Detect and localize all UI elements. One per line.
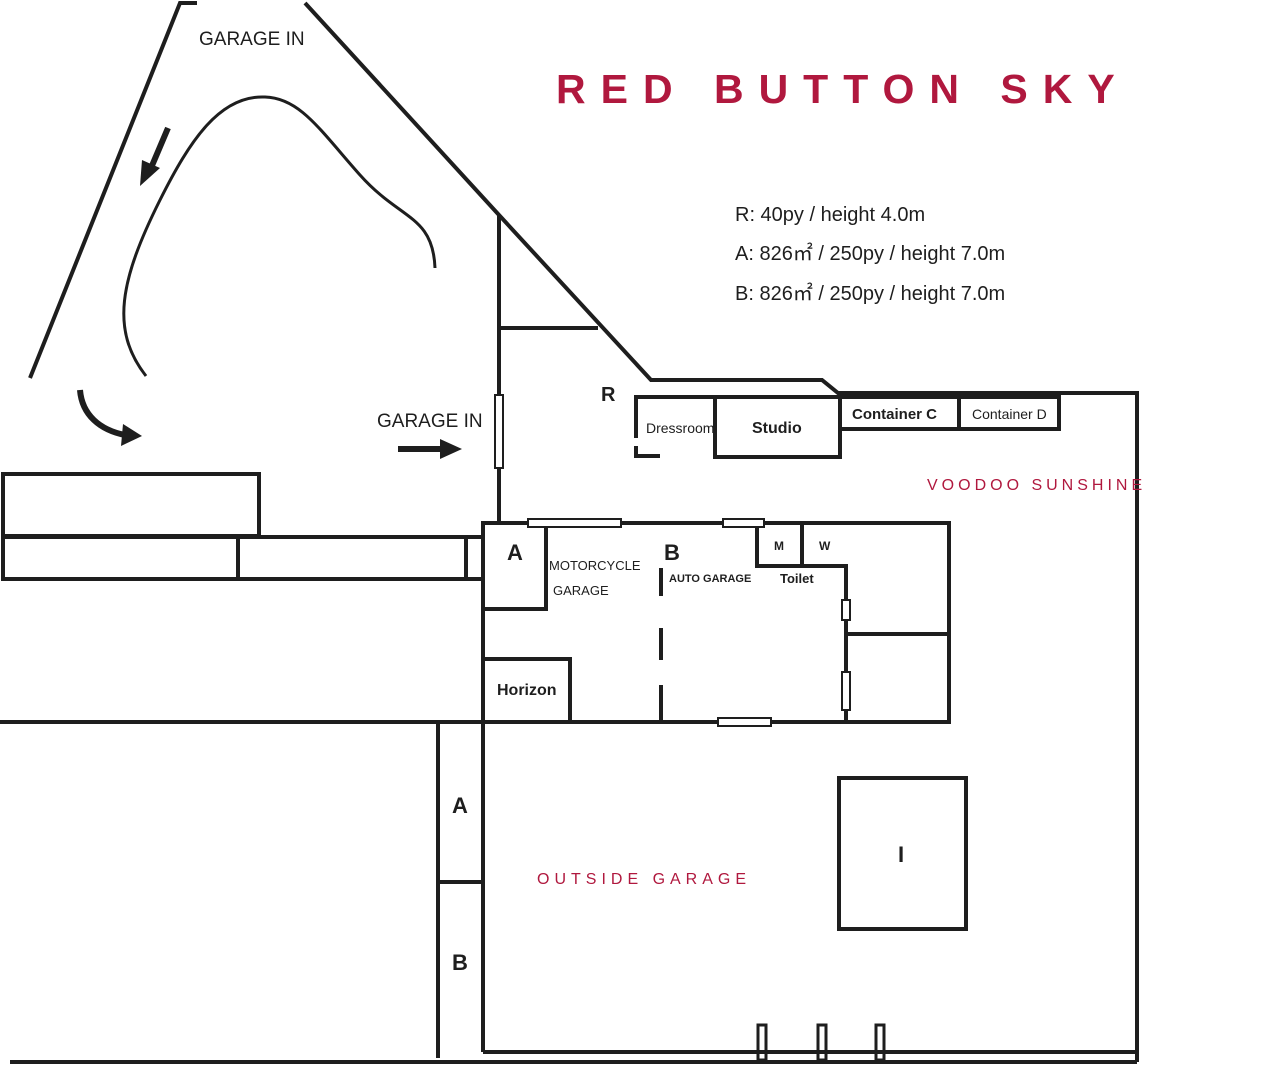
- container-c-label: Container C: [852, 406, 937, 423]
- post-3: [874, 1023, 886, 1062]
- page-title: RED BUTTON SKY: [556, 66, 1130, 112]
- side-door-2[interactable]: [841, 671, 851, 711]
- dressroom-outline-bottom: [634, 446, 660, 458]
- driveway-left-wall: [28, 1, 197, 379]
- horizon-label: Horizon: [497, 682, 557, 699]
- spec-a: A: 826㎡ / 250py / height 7.0m: [735, 241, 1005, 265]
- toilet-m-label: M: [774, 539, 784, 553]
- box-i: [837, 776, 968, 931]
- left-building-upper: [1, 472, 261, 538]
- post-2: [816, 1023, 828, 1062]
- room-r-label: R: [601, 384, 616, 406]
- entry-door[interactable]: [494, 394, 504, 469]
- studio-a-label: A: [507, 540, 523, 565]
- driveway-right-wall: [303, 1, 1139, 1062]
- container-d-room: [957, 395, 1061, 431]
- block-top-door-2[interactable]: [722, 518, 765, 528]
- left-building-lower: [1, 535, 485, 581]
- auto-garage-label: AUTO GARAGE: [669, 573, 751, 585]
- horizon-room: [481, 657, 572, 724]
- arrow-down-left-icon: [140, 126, 171, 186]
- container-d-label: Container D: [972, 406, 1047, 422]
- box-i-label: I: [898, 842, 904, 867]
- curved-arrow-right-icon: [77, 389, 142, 446]
- studio-a-box: [481, 521, 548, 611]
- block-top-door-1[interactable]: [527, 518, 622, 528]
- studio-ab-block: [481, 521, 951, 724]
- voodoo-sunshine-label: VOODOO SUNSHINE: [927, 477, 1146, 494]
- garage-in-mid-label: GARAGE IN: [377, 411, 483, 432]
- spec-r: R: 40py / height 4.0m: [735, 204, 925, 226]
- arrow-right-icon: [398, 439, 462, 459]
- side-door-1[interactable]: [841, 599, 851, 621]
- studio-label: Studio: [752, 420, 802, 437]
- outside-a-label: A: [452, 793, 468, 818]
- outside-garage-label: OUTSIDE GARAGE: [537, 871, 751, 888]
- studio-b-label: B: [664, 540, 680, 565]
- motorcycle-garage-label: GARAGE: [553, 583, 609, 598]
- block-bottom-door[interactable]: [717, 717, 772, 727]
- motorcycle-label: MOTORCYCLE: [549, 558, 641, 573]
- toilet-label: Toilet: [780, 571, 814, 586]
- toilet-w-label: W: [819, 539, 831, 553]
- outside-b-label: B: [452, 950, 468, 975]
- dressroom-label: Dressroom: [646, 420, 714, 436]
- spec-b: B: 826㎡ / 250py / height 7.0m: [735, 281, 1005, 305]
- garage-in-top-label: GARAGE IN: [199, 29, 305, 50]
- driveway-loop: [122, 95, 437, 377]
- post-1: [756, 1023, 768, 1062]
- dressroom-outline: [634, 395, 715, 438]
